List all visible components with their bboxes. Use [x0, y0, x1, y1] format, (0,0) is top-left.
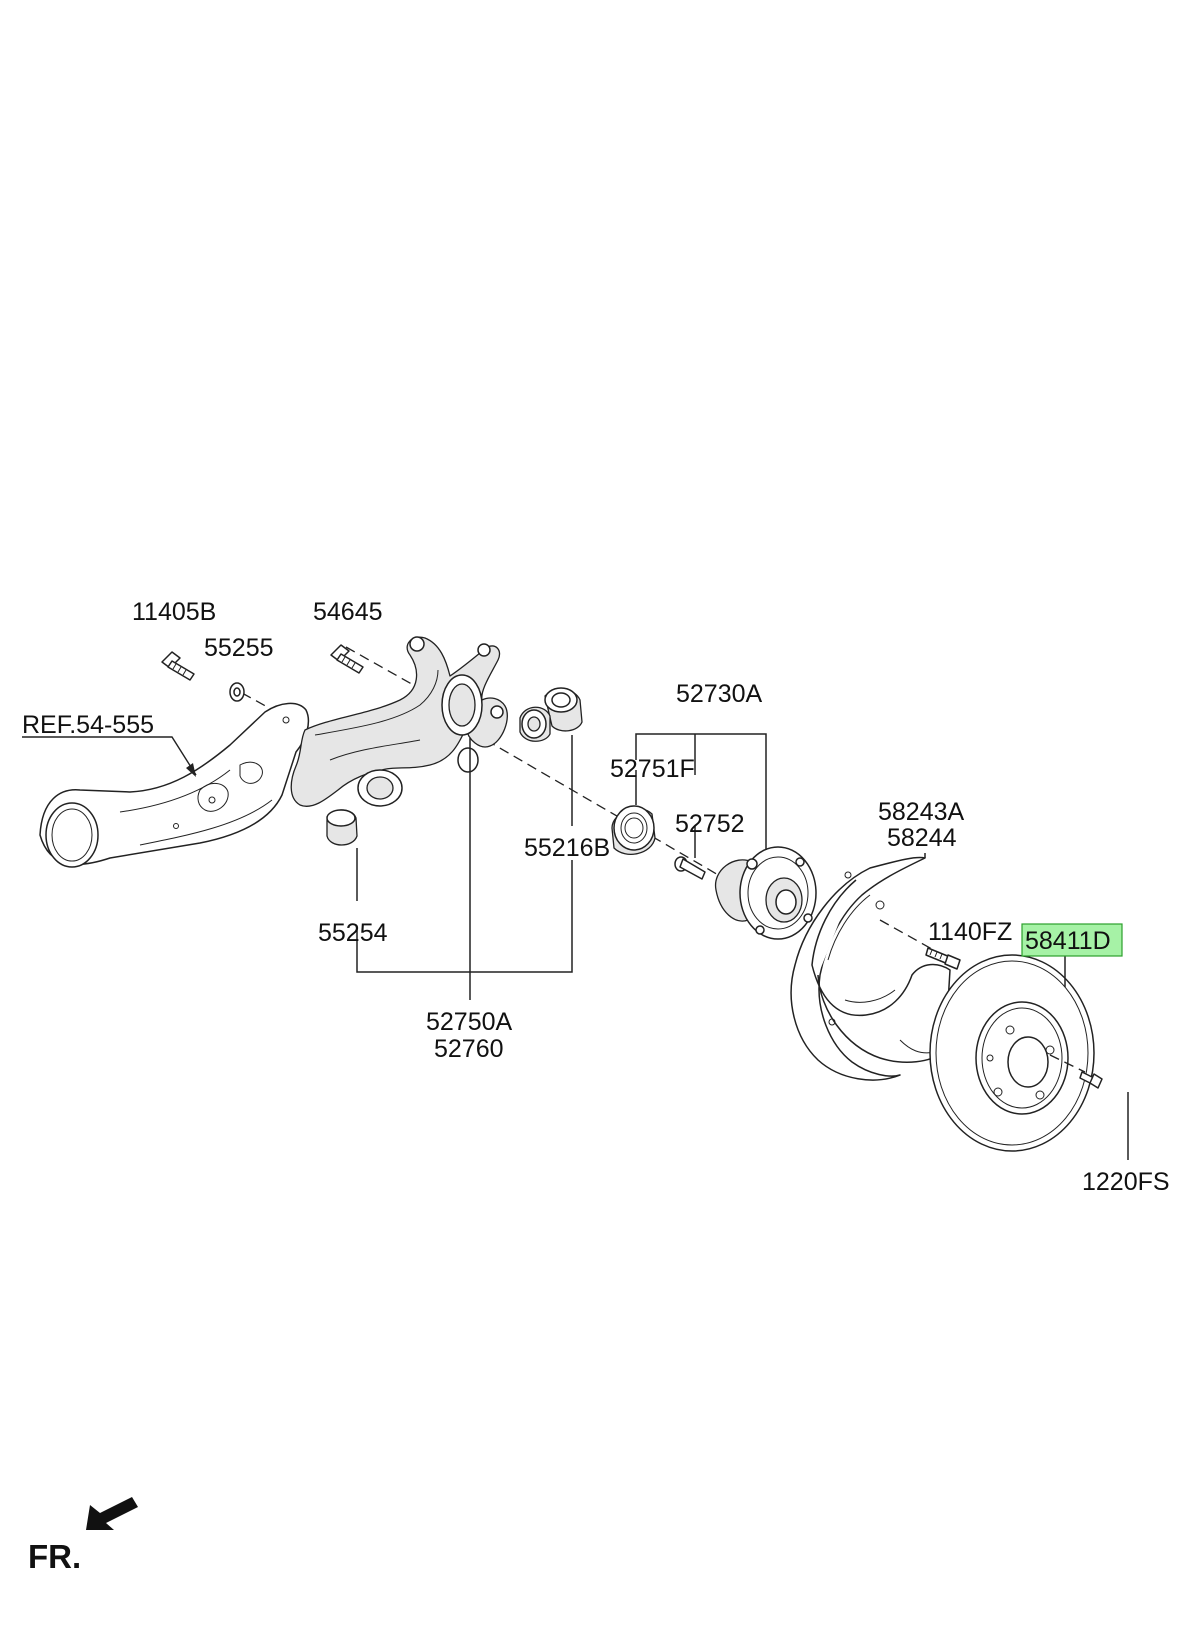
front-label: FR.	[28, 1538, 81, 1575]
screw-1220fs-icon[interactable]	[1079, 1071, 1103, 1089]
label-52760[interactable]: 52760	[434, 1035, 504, 1063]
label-54645[interactable]: 54645	[313, 598, 383, 626]
label-58244[interactable]: 58244	[887, 824, 957, 852]
part-highlight-58411d	[1021, 923, 1123, 957]
front-direction-indicator: FR.	[28, 1497, 138, 1575]
label-58243a[interactable]: 58243A	[878, 798, 965, 826]
label-55254[interactable]: 55254	[318, 919, 388, 947]
label-11405b[interactable]: 11405B	[132, 598, 216, 626]
label-58411d[interactable]: 58411D	[1025, 927, 1111, 955]
hub-assembly-52730a-icon[interactable]	[714, 846, 817, 940]
label-55216b[interactable]: 55216B	[524, 834, 610, 862]
label-52730a[interactable]: 52730A	[676, 680, 763, 708]
knuckle-icon[interactable]	[290, 636, 508, 807]
label-55255[interactable]: 55255	[204, 634, 274, 662]
label-52751f[interactable]: 52751F	[610, 755, 695, 783]
bearing-52751f-icon[interactable]	[611, 805, 656, 855]
label-1140fz[interactable]: 1140FZ	[928, 918, 1012, 946]
part-labels: 11405B 54645 55255 REF.54-555 52730A 527…	[22, 598, 1170, 1196]
front-arrow-icon	[86, 1497, 138, 1530]
washer-55255-icon[interactable]	[229, 682, 245, 702]
brake-disc-58411d-icon[interactable]	[929, 954, 1095, 1152]
bushing-55254-icon[interactable]	[326, 809, 358, 846]
label-1220fs[interactable]: 1220FS	[1082, 1168, 1170, 1196]
bolt-1140fz-icon[interactable]	[925, 947, 961, 970]
label-52752[interactable]: 52752	[675, 810, 745, 838]
bolt-11405b-icon[interactable]	[161, 651, 195, 681]
hub-bolt-52752-icon[interactable]	[674, 856, 706, 880]
label-52750a[interactable]: 52750A	[426, 1008, 513, 1036]
label-ref-54-555[interactable]: REF.54-555	[22, 711, 154, 739]
dust-cover-58243a-icon[interactable]	[790, 856, 951, 1081]
leader-lines	[22, 733, 1129, 1160]
bolt-54645-icon[interactable]	[330, 644, 364, 674]
bushing-55216b-icon[interactable]	[519, 687, 583, 742]
trailing-arm-ref-icon[interactable]	[39, 702, 310, 868]
